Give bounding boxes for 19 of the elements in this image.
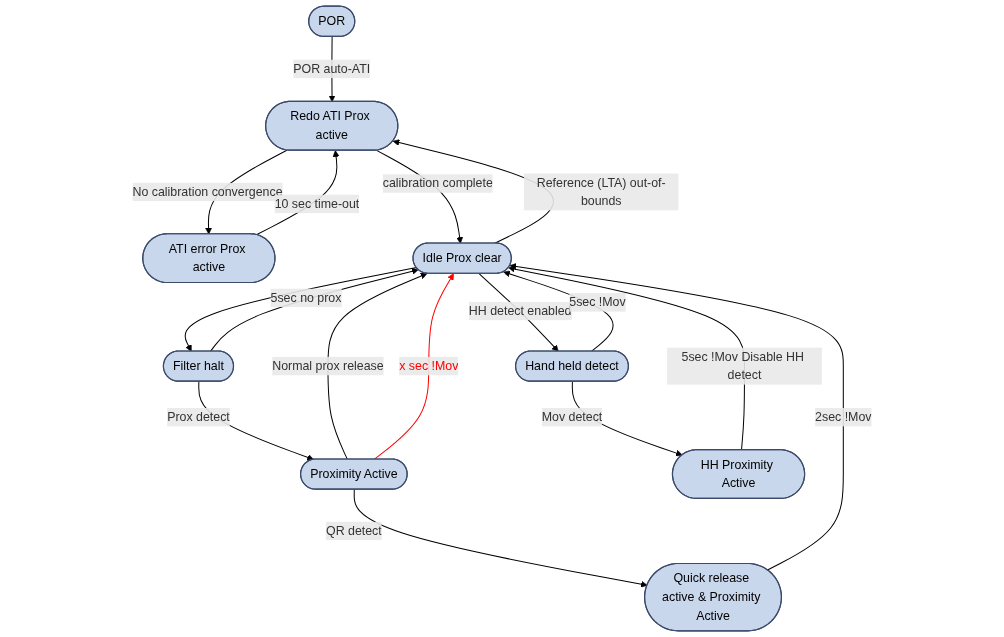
edge-label: POR auto-ATI <box>293 61 371 76</box>
edge-label: 5sec !Mov Disable HH detect <box>681 349 805 382</box>
edge-label: x sec !Mov <box>399 359 459 373</box>
edge-label: 10 sec time-out <box>274 196 360 211</box>
edge-label: 5sec no prox <box>270 290 342 305</box>
arrow <box>353 489 648 588</box>
arrow <box>509 263 844 571</box>
arrow <box>327 272 428 460</box>
edge-label: QR detect <box>325 524 382 538</box>
arrow <box>508 265 745 451</box>
edge-label: No calibration convergence <box>132 184 283 199</box>
arrow <box>373 273 454 460</box>
edge-label: Reference (LTA) out-of-bounds <box>536 175 666 208</box>
edge-label: Prox detect <box>167 410 230 424</box>
edge-label: 5sec !Mov <box>569 295 626 309</box>
edge-label: 2sec !Mov <box>815 410 872 424</box>
edge-label: Mov detect <box>541 410 603 424</box>
edge-label: calibration complete <box>382 176 493 190</box>
edge-label: Normal prox release <box>272 359 384 373</box>
